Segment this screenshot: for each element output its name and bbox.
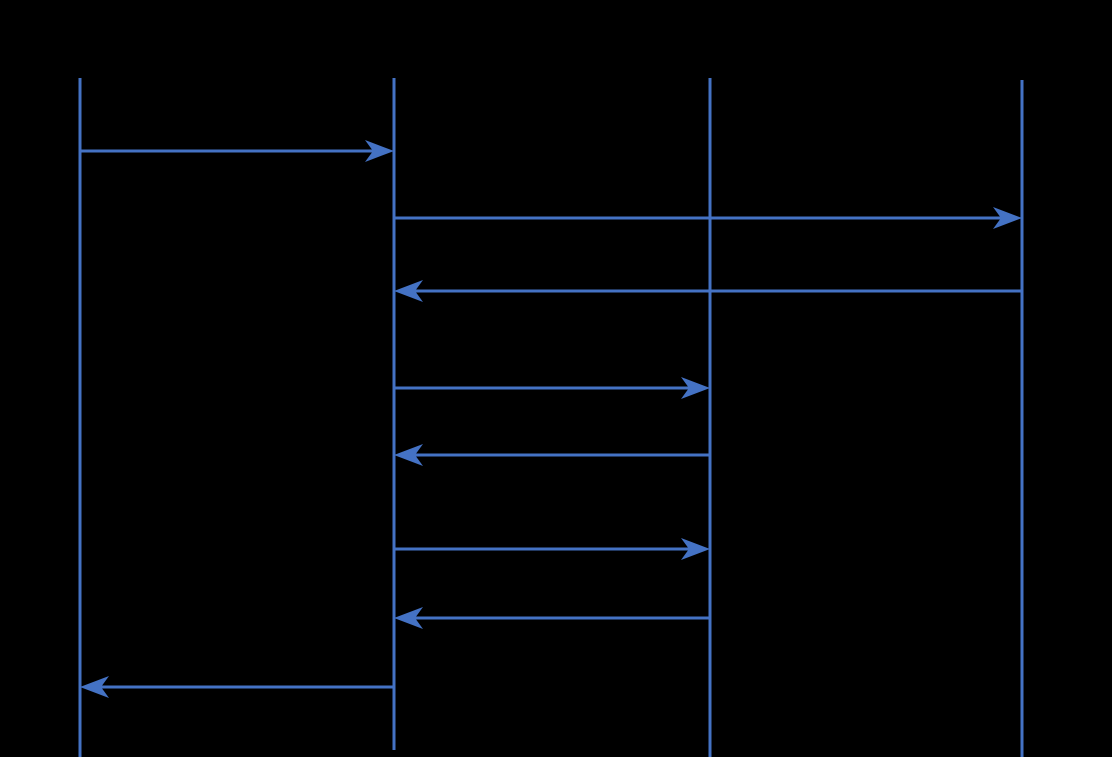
message-8-arrowhead-icon	[80, 676, 109, 698]
message-6	[394, 538, 710, 560]
message-6-arrowhead-icon	[681, 538, 710, 560]
message-2	[394, 207, 1022, 229]
message-5	[394, 444, 710, 466]
message-1-arrowhead-icon	[365, 140, 394, 162]
message-8	[80, 676, 394, 698]
message-7-arrowhead-icon	[394, 607, 423, 629]
message-4-arrowhead-icon	[681, 377, 710, 399]
message-2-arrowhead-icon	[993, 207, 1022, 229]
message-7	[394, 607, 710, 629]
message-3	[394, 280, 1022, 302]
message-5-arrowhead-icon	[394, 444, 423, 466]
message-3-arrowhead-icon	[394, 280, 423, 302]
message-1	[80, 140, 394, 162]
message-4	[394, 377, 710, 399]
